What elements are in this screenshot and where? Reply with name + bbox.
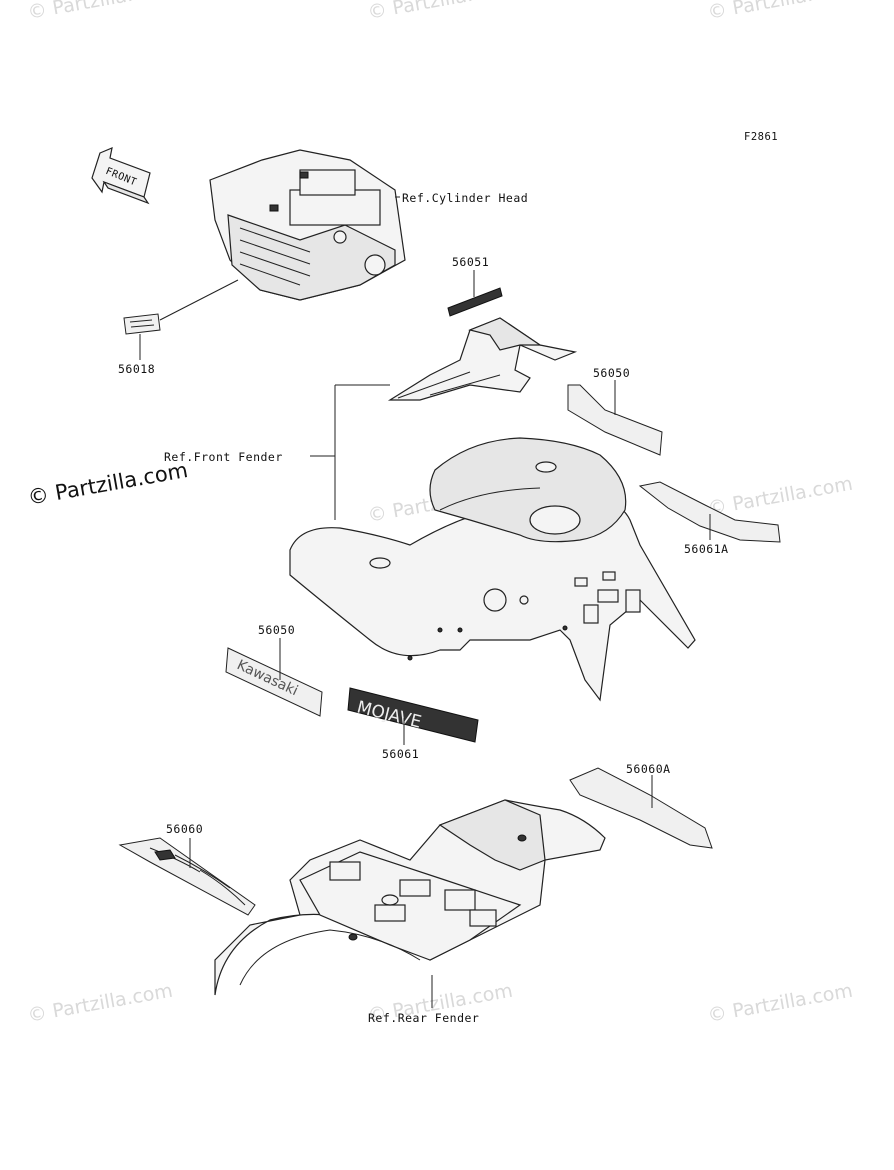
callout-56050-top: 56050	[593, 366, 631, 380]
callout-56050-mid: 56050	[258, 623, 296, 637]
front-fender	[289, 437, 696, 702]
callout-56018: 56018	[118, 362, 156, 376]
callout-56060: 56060	[166, 822, 204, 836]
valve-decal	[123, 313, 161, 335]
callout-56051: 56051	[452, 255, 490, 269]
ref-front-fender: Ref.Front Fender	[164, 450, 283, 464]
decal-kawasaki: Kawasaki	[225, 647, 323, 717]
decal-56060a-strip	[569, 767, 713, 849]
ref-rear-fender: Ref.Rear Fender	[368, 1011, 480, 1025]
decal-56060	[118, 837, 256, 916]
decal-56050-strip	[567, 384, 663, 456]
callout-56061a: 56061A	[684, 542, 729, 556]
decal-mojave: MOJAVE	[347, 687, 479, 743]
front-arrow-icon	[91, 147, 151, 205]
callout-56061: 56061	[382, 747, 420, 761]
cylinder-head	[209, 149, 406, 301]
ref-cylinder-head: Ref.Cylinder Head	[402, 191, 529, 205]
callout-56060a: 56060A	[626, 762, 671, 776]
rear-fender	[214, 799, 606, 996]
decal-56051	[447, 287, 503, 317]
leader-line	[159, 279, 239, 321]
figure-code: F2861	[744, 131, 779, 143]
front-fender-bracket	[387, 317, 578, 401]
decal-56061a-strip	[638, 481, 781, 543]
